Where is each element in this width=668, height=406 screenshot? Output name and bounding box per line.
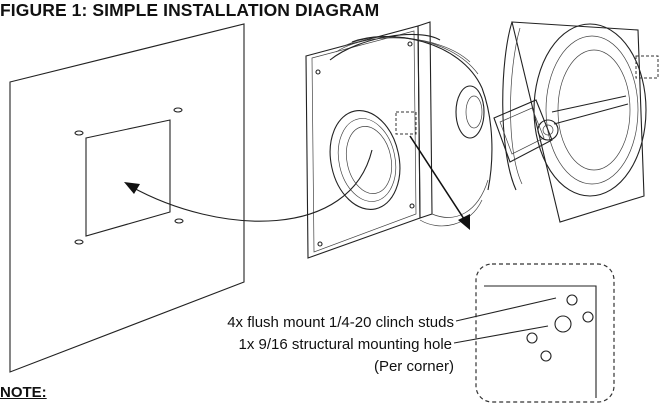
callout-mounting-hole: 1x 9/16 structural mounting hole	[238, 336, 452, 353]
wall-slot	[74, 239, 84, 245]
insertion-arrow	[124, 149, 373, 222]
clinch-stud	[582, 311, 594, 323]
corner-detail-marker	[635, 55, 659, 79]
clinch-stud	[566, 294, 578, 306]
wall-panel	[9, 23, 245, 373]
figure-title: FIGURE 1: SIMPLE INSTALLATION DIAGRAM	[0, 0, 380, 20]
wall-slot	[74, 130, 84, 136]
wall-slot	[173, 107, 183, 113]
detail-arrow	[409, 135, 470, 230]
leader-line-hole	[453, 325, 549, 344]
wall-cutout	[85, 119, 171, 237]
clinch-stud	[526, 332, 538, 344]
clinch-stud	[540, 350, 552, 362]
fan-assembly-rear	[493, 21, 659, 223]
callout-clinch-studs: 4x flush mount 1/4-20 clinch studs	[227, 314, 454, 331]
wall-slot	[174, 218, 184, 224]
corner-detail-box	[453, 263, 615, 403]
leader-line-studs	[455, 297, 557, 322]
structural-hole	[554, 315, 572, 333]
corner-detail-marker	[395, 111, 417, 135]
fan-assembly-front	[305, 21, 493, 259]
callout-per-corner: (Per corner)	[373, 358, 454, 375]
note-label: NOTE:	[0, 384, 47, 401]
